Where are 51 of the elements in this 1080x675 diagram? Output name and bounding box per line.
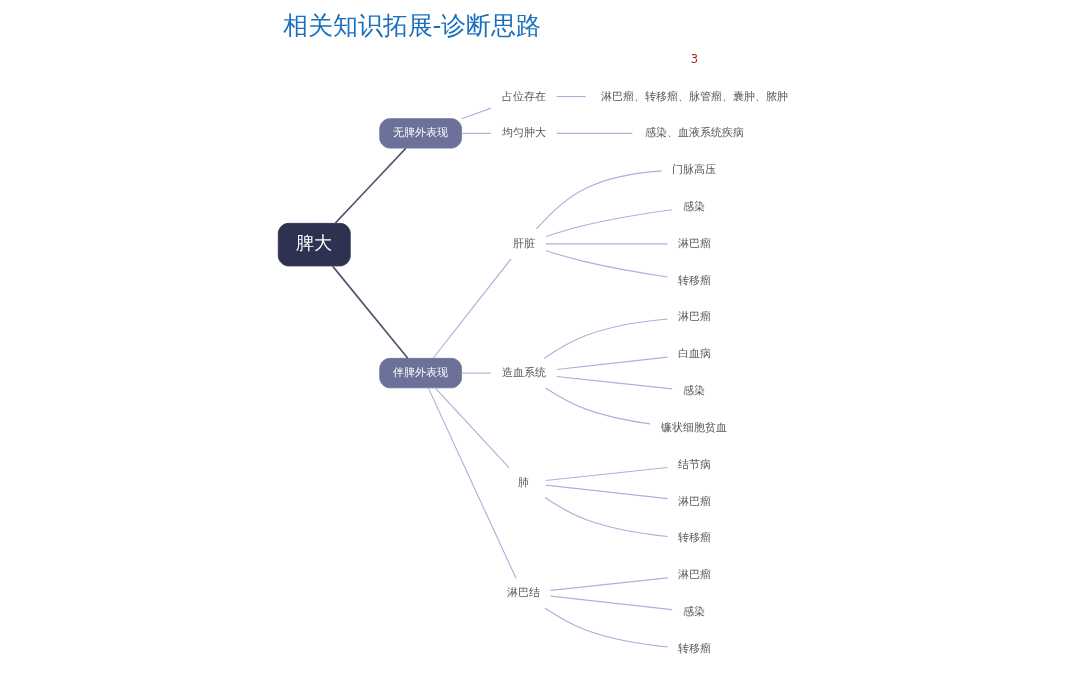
connector	[555, 95, 586, 98]
node-text: 镰状细胞贫血	[660, 419, 727, 434]
connector	[544, 243, 668, 245]
diagram-title: 相关知识拓展-诊断思路	[282, 11, 541, 41]
connector	[543, 496, 668, 538]
node-text: 淋巴瘤	[677, 309, 711, 324]
connector	[331, 265, 409, 360]
node-text: 转移瘤	[677, 530, 711, 545]
node-text: 转移瘤	[677, 272, 711, 287]
node-box: 脾大	[277, 222, 351, 267]
connector	[543, 607, 668, 648]
connector	[460, 107, 491, 120]
label: 3	[690, 51, 698, 66]
node-text: 转移瘤	[677, 640, 711, 655]
node-text: 感染、血液系统疾病	[644, 125, 744, 140]
node-text: 白血病	[677, 346, 711, 361]
node-text: 感染	[682, 604, 705, 619]
connector	[535, 170, 662, 230]
connector	[460, 132, 491, 134]
node-text: 感染	[682, 383, 705, 398]
node-text: 造血系统	[501, 365, 546, 380]
node-box: 无脾外表现	[378, 118, 462, 149]
node-text: 占位存在	[501, 88, 546, 103]
node-text: 淋巴瘤	[677, 567, 711, 582]
connector	[549, 577, 668, 591]
node-text: 淋巴瘤、转移瘤、脉管瘤、囊肿、脓肿	[600, 88, 788, 103]
connector	[549, 595, 673, 611]
node-text: 淋巴瘤	[677, 235, 711, 250]
connector	[432, 258, 512, 359]
node-box: 伴脾外表现	[378, 357, 462, 389]
connector	[544, 466, 668, 481]
connector	[544, 209, 672, 238]
node-text: 肝脏	[512, 235, 535, 250]
connector	[434, 387, 510, 469]
connector	[555, 375, 673, 390]
connector	[460, 372, 491, 374]
node-text: 结节病	[677, 456, 711, 471]
node-text: 感染	[682, 199, 705, 214]
connector	[555, 132, 633, 134]
node-text: 淋巴结	[506, 585, 540, 600]
connector	[427, 387, 517, 579]
node-text: 淋巴瘤	[677, 493, 711, 508]
node-text: 均匀肿大	[501, 125, 546, 140]
connector	[544, 387, 650, 425]
node-text: 门脉高压	[671, 162, 716, 177]
node-text: 肺	[517, 474, 529, 489]
connector	[544, 484, 668, 500]
connector	[544, 250, 668, 278]
connector	[555, 356, 668, 371]
connector	[333, 147, 407, 224]
connector	[543, 318, 668, 359]
